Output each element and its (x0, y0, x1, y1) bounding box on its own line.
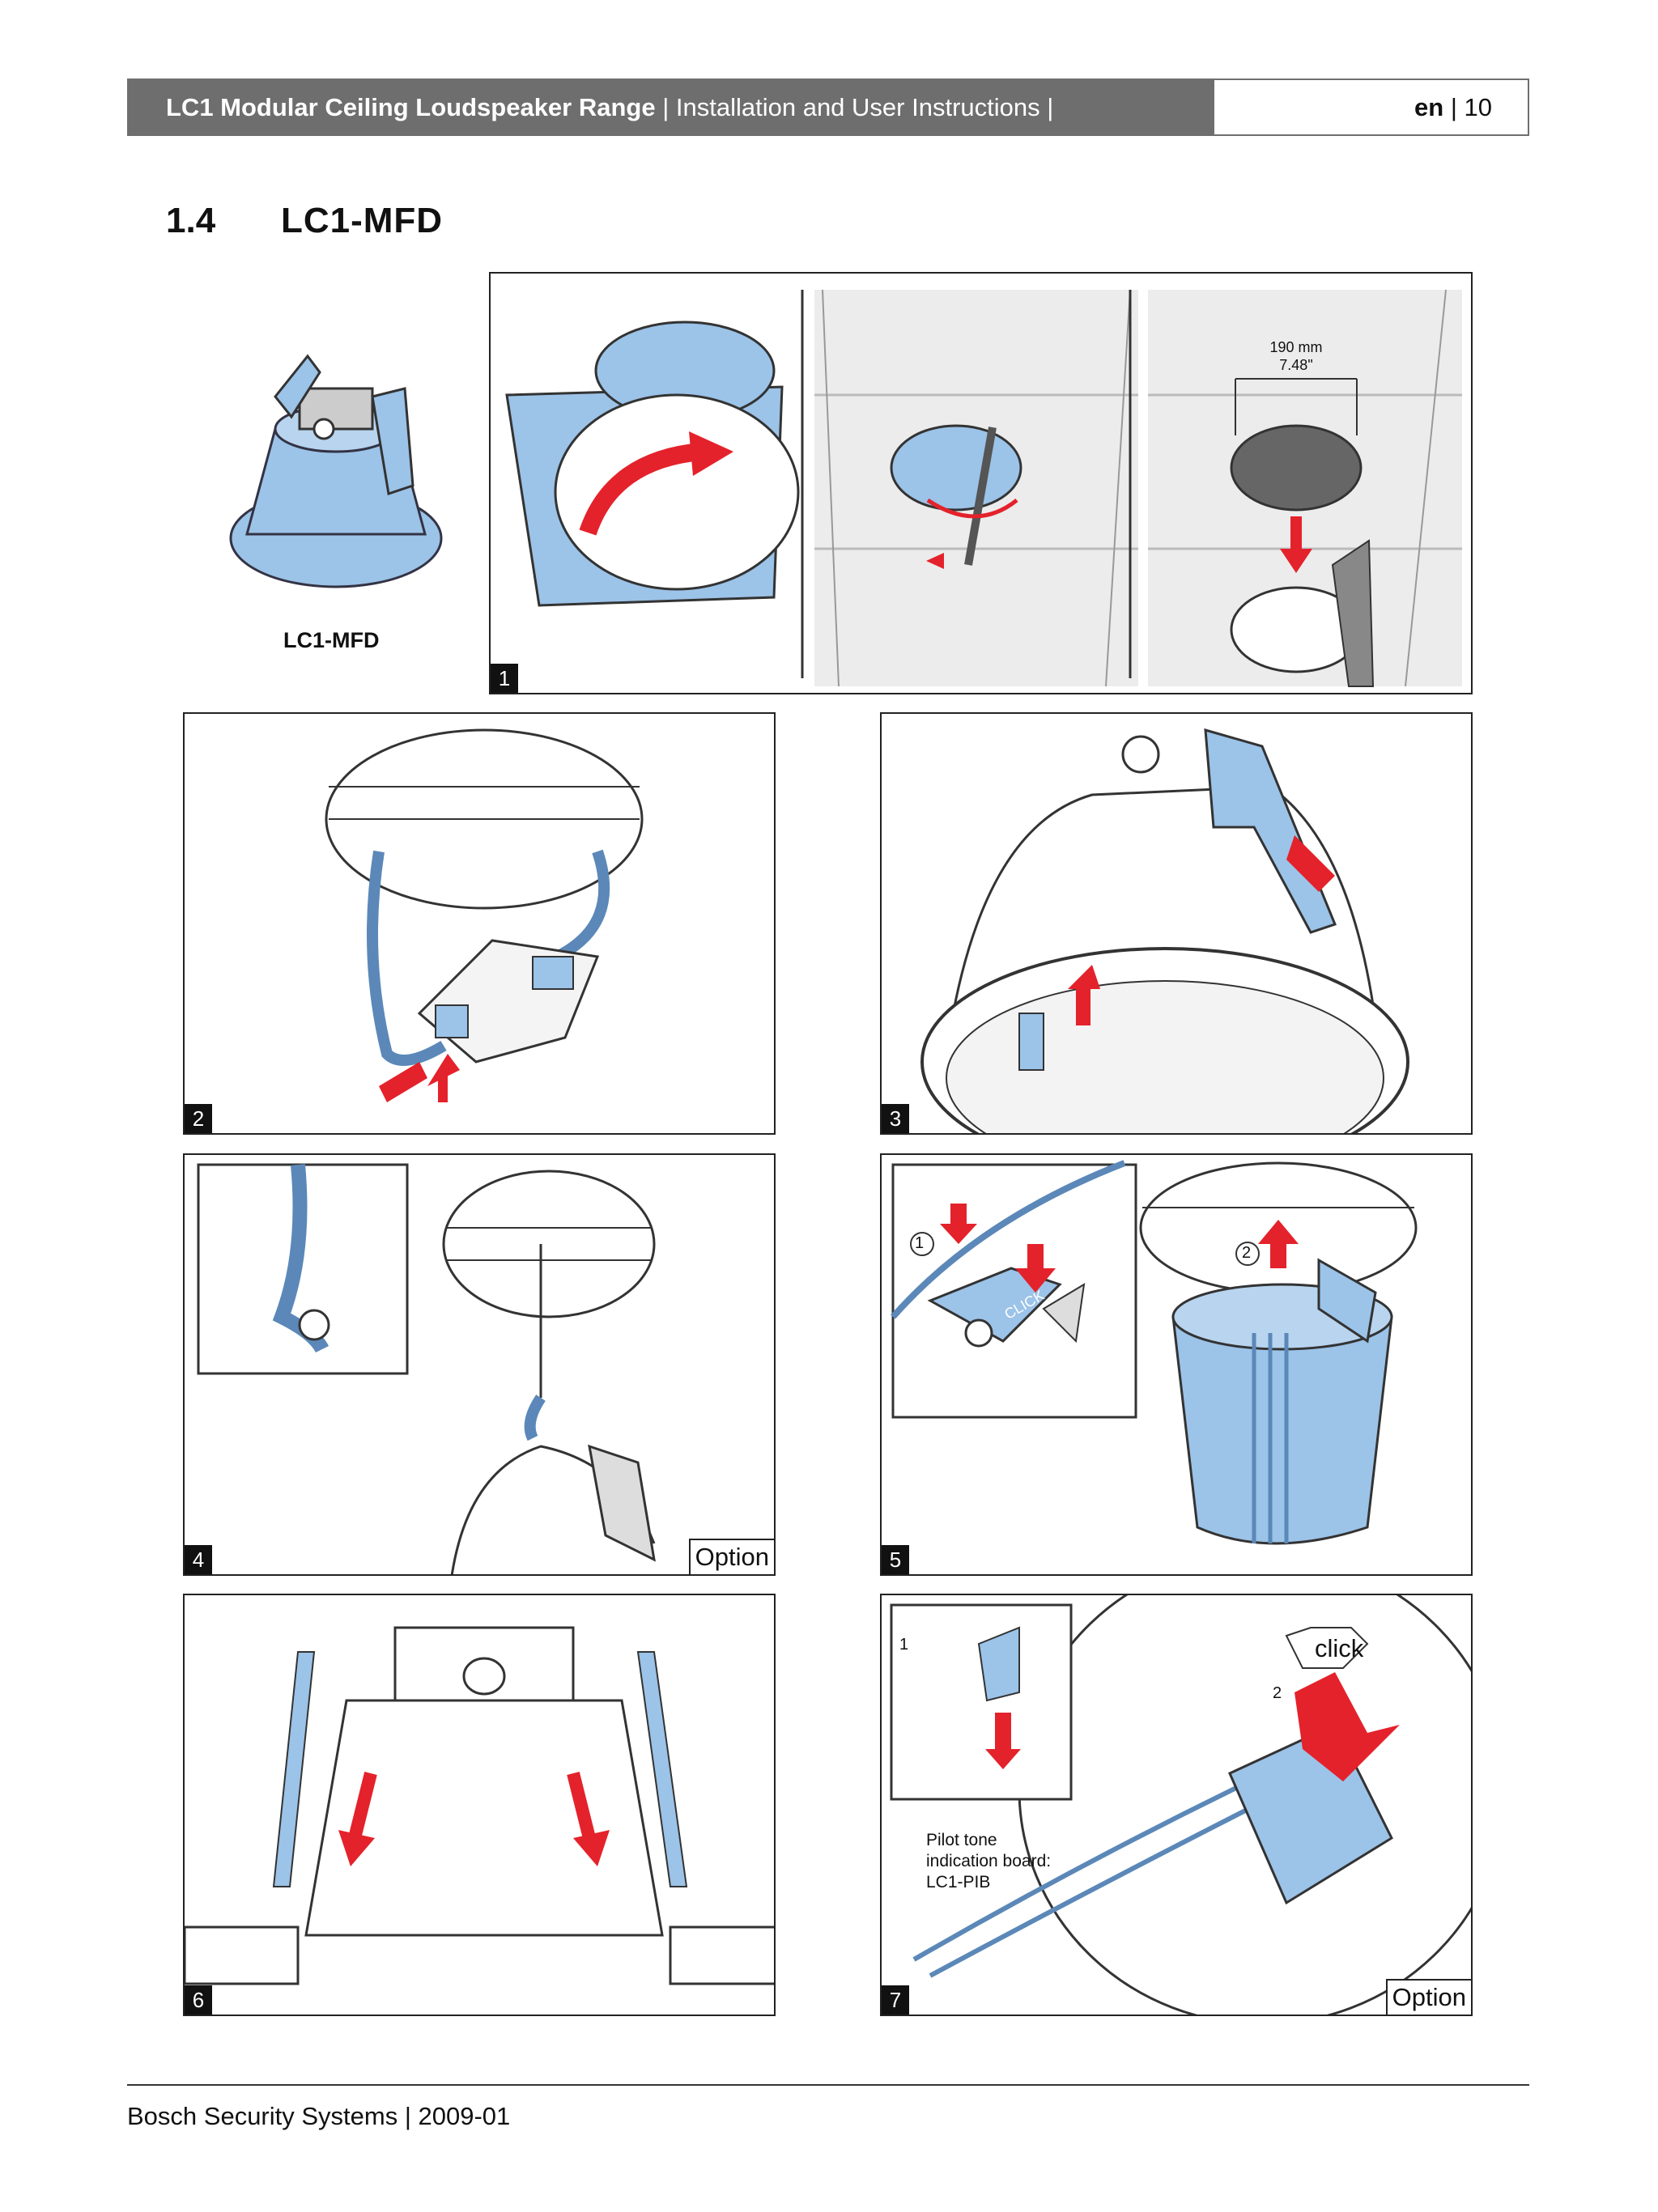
header-page: | 10 (1450, 92, 1492, 121)
step-6-panel: 6 (183, 1594, 776, 2016)
pilot-tone-line-2: indication board: (926, 1852, 1052, 1870)
header-lang: en (1414, 92, 1444, 121)
dimension-label: 190 mm 7.48" (1264, 338, 1329, 374)
callout-2: 2 (1242, 1244, 1252, 1262)
callout-1: 1 (915, 1234, 925, 1252)
section-title: LC1-MFD (281, 201, 444, 240)
product-illustration (219, 340, 453, 599)
click-label: click (1315, 1634, 1364, 1662)
step-4-panel: Option 4 (183, 1153, 776, 1576)
step-number: 4 (185, 1545, 212, 1574)
step-number: 6 (185, 1985, 212, 2015)
option-tag: Option (688, 1539, 774, 1574)
pilot-tone-label: Pilot tone indication board: LC1-PIB (926, 1830, 1051, 1893)
callout-2: 2 (1273, 1684, 1282, 1702)
step-number: 3 (882, 1104, 909, 1133)
callout-1: 1 (899, 1636, 909, 1654)
step-2-panel: 2 (183, 712, 776, 1135)
step-number: 7 (882, 1985, 909, 2015)
option-tag: Option (1385, 1979, 1471, 2015)
footer-text: Bosch Security Systems | 2009-01 (127, 2102, 511, 2130)
pilot-tone-line-1: Pilot tone (926, 1831, 997, 1849)
header-bar: LC1 Modular Ceiling Loudspeaker Range | … (127, 79, 1213, 136)
header-doc: | Installation and User Instructions | (662, 92, 1054, 121)
header-product: LC1 Modular Ceiling Loudspeaker Range (166, 92, 656, 121)
step-number: 5 (882, 1545, 909, 1574)
step-7-panel: 1 2 click Pilot tone indication board: L… (880, 1594, 1473, 2016)
product-label: LC1-MFD (283, 628, 380, 652)
step-3-panel: 3 (880, 712, 1473, 1135)
step-5-panel: 1 2 CLICK 5 (880, 1153, 1473, 1576)
step-1-panel: 190 mm 7.48" 1 (489, 272, 1473, 694)
pilot-tone-line-3: LC1-PIB (926, 1873, 991, 1891)
section-number: 1.4 (166, 201, 216, 240)
dimension-mm: 190 mm (1269, 339, 1323, 355)
dimension-inch: 7.48" (1279, 357, 1313, 373)
header-page-box: en | 10 (1213, 79, 1529, 136)
step-number: 2 (185, 1104, 212, 1133)
step-number: 1 (491, 664, 518, 693)
footer-rule (127, 2084, 1529, 2086)
